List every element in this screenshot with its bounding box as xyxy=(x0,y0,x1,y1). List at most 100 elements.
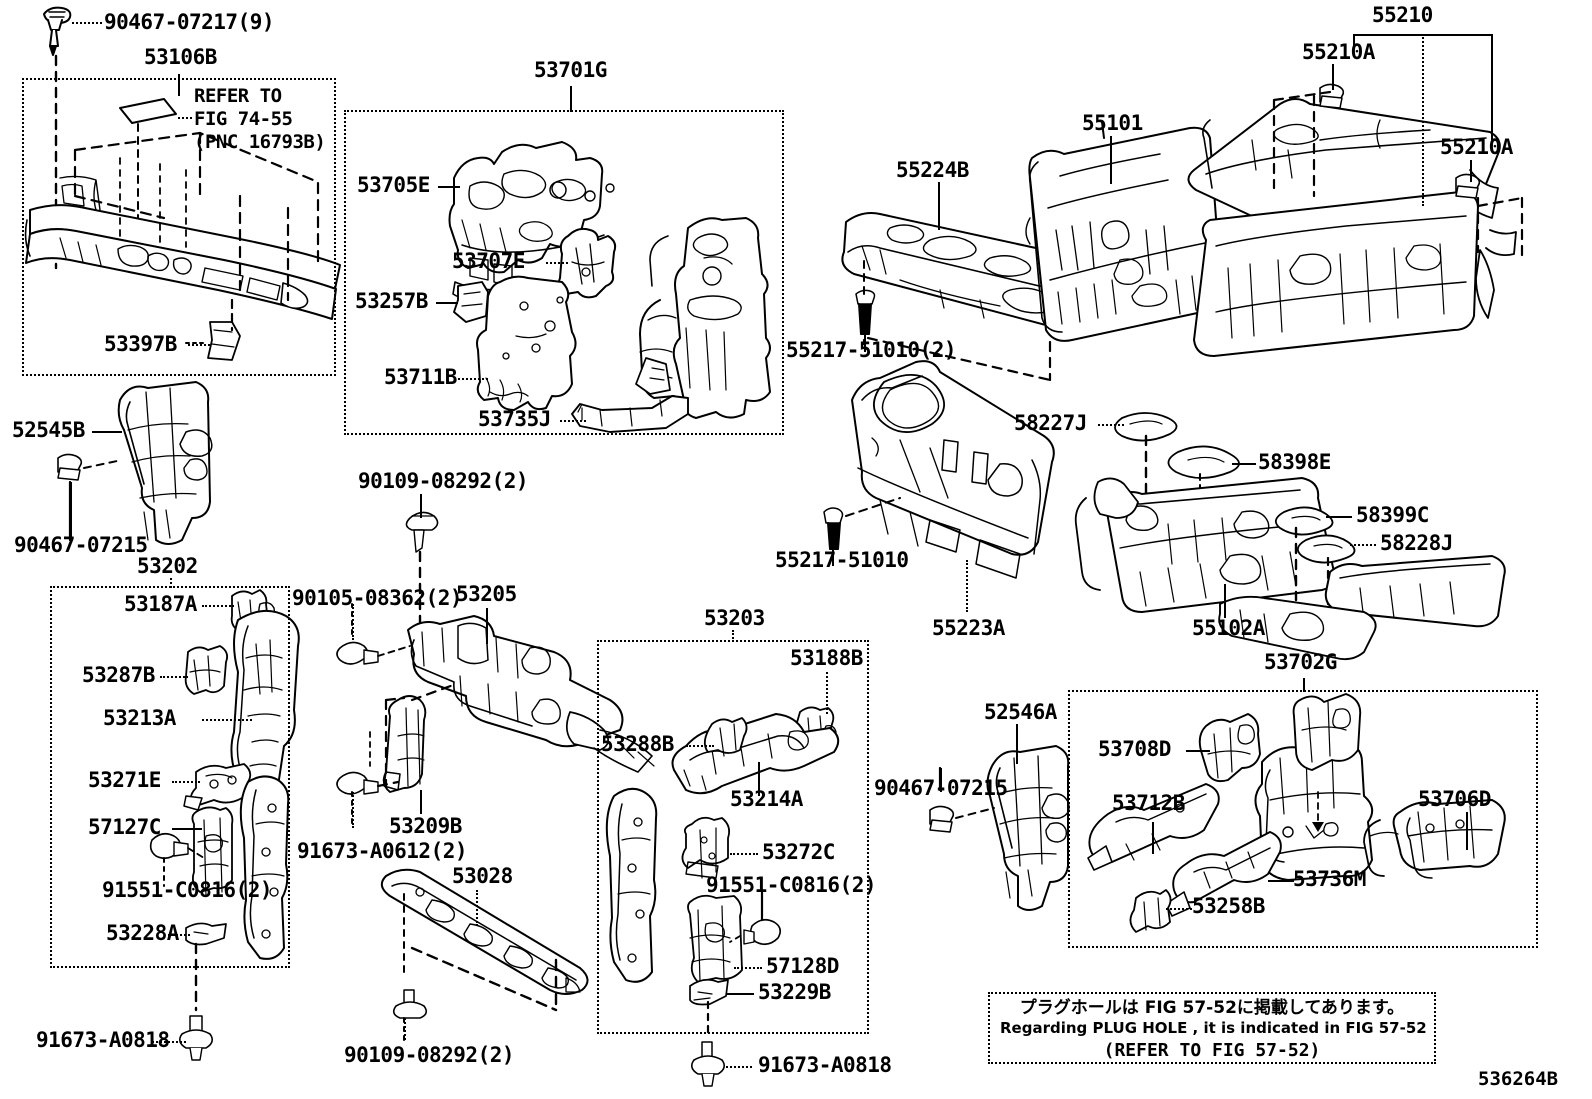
leader-53028 xyxy=(476,890,478,926)
label-91673-A0612: 91673-A0612(2) xyxy=(297,839,468,863)
leader-53271E xyxy=(172,781,200,783)
label-53228A: 53228A xyxy=(106,921,179,945)
leader-53705E xyxy=(438,186,460,188)
group-box-53701G xyxy=(344,110,784,435)
leader-53205 xyxy=(486,608,488,644)
plug-hole-note-box: プラグホールは FIG 57-52に掲載してあります。 Regarding PL… xyxy=(988,992,1436,1064)
leader-57128D xyxy=(734,967,762,969)
label-53188B: 53188B xyxy=(790,646,863,670)
label-91551-C0816-right: 91551-C0816(2) xyxy=(706,873,877,897)
label-53271E: 53271E xyxy=(88,768,161,792)
leader-55101 xyxy=(1110,136,1112,184)
label-91551-C0816-left: 91551-C0816(2) xyxy=(102,878,273,902)
leader-53202 xyxy=(170,578,172,588)
label-52545B: 52545B xyxy=(12,418,85,442)
label-53258B: 53258B xyxy=(1192,894,1265,918)
leader-53203 xyxy=(732,630,734,642)
leader-55210-center xyxy=(1422,34,1424,206)
label-55102A: 55102A xyxy=(1192,616,1265,640)
leader-53735J xyxy=(560,420,586,422)
leader-53188B xyxy=(826,672,828,714)
label-55223A: 55223A xyxy=(932,616,1005,640)
leader-90467-07217 xyxy=(72,22,102,24)
group-box-53202 xyxy=(50,586,290,968)
leader-53736M xyxy=(1268,880,1294,882)
leader-53258B xyxy=(1166,908,1192,910)
part-52545B-artwork xyxy=(57,381,213,545)
leader-53187A xyxy=(202,605,234,607)
leader-90467-07215-right xyxy=(940,768,942,792)
label-53287B: 53287B xyxy=(82,663,155,687)
label-58398E: 58398E xyxy=(1258,450,1331,474)
leader-53708D xyxy=(1186,750,1210,752)
label-55210: 55210 xyxy=(1372,3,1433,27)
leader-58398E xyxy=(1232,463,1256,465)
leader-57127C xyxy=(172,828,202,830)
label-refer-to: REFER TO xyxy=(194,85,282,107)
leader-53214A xyxy=(758,762,760,796)
figure-number: 536264B xyxy=(1478,1068,1559,1090)
note-text-jp: プラグホールは FIG 57-52に掲載してあります。 xyxy=(1019,998,1405,1018)
note-text-ref: (REFER TO FIG 57-52) xyxy=(1103,1039,1321,1061)
leader-53712B xyxy=(1152,822,1154,854)
label-90467-07217: 90467-07217(9) xyxy=(104,10,275,34)
label-55217-51010: 55217-51010 xyxy=(775,548,909,572)
label-91673-A0818-left: 91673-A0818 xyxy=(36,1028,170,1052)
label-53702G: 53702G xyxy=(1264,650,1337,674)
label-53701G: 53701G xyxy=(534,58,607,82)
leader-53288B xyxy=(686,745,714,747)
label-90105-08362: 90105-08362(2) xyxy=(292,586,463,610)
label-55217-51010-2: 55217-51010(2) xyxy=(786,338,957,362)
part-55223A-artwork xyxy=(823,360,1055,579)
leader-53209B xyxy=(420,790,422,814)
leader-53711B xyxy=(458,378,488,380)
leader-refer-fig xyxy=(178,117,192,119)
label-57128D: 57128D xyxy=(766,954,839,978)
leader-91673-A0818-right xyxy=(726,1066,752,1068)
label-53203: 53203 xyxy=(704,606,765,630)
label-53711B: 53711B xyxy=(384,365,457,389)
label-53202: 53202 xyxy=(137,554,198,578)
label-53187A: 53187A xyxy=(124,592,197,616)
leader-53702G xyxy=(1303,678,1305,692)
leader-90109-08292-bottom xyxy=(404,1018,406,1040)
label-55101: 55101 xyxy=(1082,111,1143,135)
label-53214A: 53214A xyxy=(730,787,803,811)
leader-53213A xyxy=(202,719,252,721)
leader-58399C xyxy=(1326,516,1352,518)
label-90467-07215-right: 90467-07215 xyxy=(874,776,1008,800)
label-55210A-top: 55210A xyxy=(1302,40,1375,64)
label-58227J: 58227J xyxy=(1014,411,1087,435)
label-53397B: 53397B xyxy=(104,332,177,356)
label-53705E: 53705E xyxy=(357,173,430,197)
leader-53707E xyxy=(546,262,568,264)
leader-55223A xyxy=(966,560,968,612)
leader-53229B xyxy=(726,993,754,995)
leader-53397B xyxy=(188,344,210,346)
label-53735J: 53735J xyxy=(478,407,551,431)
label-refer-pnc: (PNC 16793B) xyxy=(194,131,326,153)
leader-55102A xyxy=(1224,584,1226,618)
label-52546A: 52546A xyxy=(984,700,1057,724)
leader-53701G xyxy=(570,86,572,112)
label-91673-A0818-right: 91673-A0818 xyxy=(758,1053,892,1077)
leader-55217-51010-2 xyxy=(864,330,866,352)
part-52546A-artwork xyxy=(929,745,1070,911)
note-text-en: Regarding PLUG HOLE , it is indicated in… xyxy=(1000,1019,1427,1038)
label-53272C: 53272C xyxy=(762,840,835,864)
label-90109-08292-bottom: 90109-08292(2) xyxy=(344,1043,515,1067)
leader-55210-bracket-left xyxy=(1353,34,1355,46)
leader-53257B xyxy=(436,302,458,304)
label-53213A: 53213A xyxy=(103,706,176,730)
leader-53106B xyxy=(178,74,180,96)
label-53288B: 53288B xyxy=(601,732,674,756)
label-53257B: 53257B xyxy=(355,289,428,313)
label-53209B: 53209B xyxy=(389,814,462,838)
leader-53287B xyxy=(160,676,188,678)
leader-91673-A0612 xyxy=(352,792,354,828)
label-90467-07215-left: 90467-07215 xyxy=(14,533,148,557)
label-refer-fig-74-55: FIG 74-55 xyxy=(194,108,293,130)
leader-52545B xyxy=(92,431,122,433)
leader-53228A xyxy=(168,934,190,936)
